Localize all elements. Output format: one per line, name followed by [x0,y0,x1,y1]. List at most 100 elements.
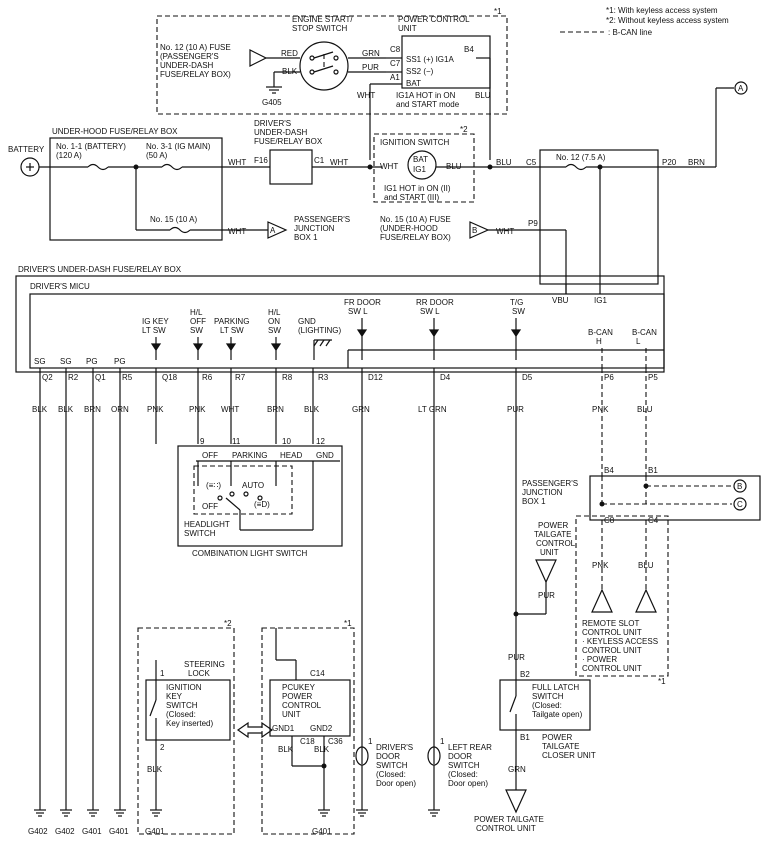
svg-text:SW: SW [512,307,525,316]
latch-b1: B1 [520,733,530,742]
fuse-input-triangle-icon [249,49,268,67]
wire-blu-ign: BLU [496,158,512,167]
latch-pur: PUR [508,653,525,662]
svg-text:BRN: BRN [267,405,284,414]
combination-light-switch-box [177,445,343,547]
svg-text:10: 10 [282,437,291,446]
pin-p9: P9 [528,219,538,228]
svg-text:CONTROL UNIT: CONTROL UNIT [582,628,642,637]
latch-b2: B2 [520,670,530,679]
micu-input-fr-door: FR DOOR SW L [344,298,381,316]
pjb-c4: C4 [648,516,659,525]
wire-red: RED [281,49,298,58]
svg-text:R3: R3 [318,373,329,382]
ign-key-star2: *2 [224,619,232,628]
svg-text:PUR: PUR [507,405,524,414]
ignition-key-switch-label: IGNITION KEY SWITCH (Closed: Key inserte… [166,683,213,728]
ign-key-pin2: 2 [160,743,165,752]
svg-text:PASSENGER'S: PASSENGER'S [522,479,578,488]
svg-text:G401: G401 [82,827,102,836]
svg-text:UNIT: UNIT [398,24,417,33]
fuse-3-1-icon [161,163,183,171]
svg-text:POWER: POWER [282,692,312,701]
connector-a-circle-icon [734,81,748,95]
fuse-12-75a-box [539,149,659,285]
pjb-b4: B4 [604,466,614,475]
svg-text:PCUKEY: PCUKEY [282,683,316,692]
svg-text:SWITCH: SWITCH [532,692,564,701]
term-pg-1: PG [86,357,98,366]
power-tailgate-control-unit-label: POWER TAILGATE CONTROL UNIT [534,521,576,557]
svg-text:11: 11 [232,437,241,446]
pcu-bat: BAT [406,79,421,88]
svg-text:STEERING: STEERING [184,660,225,669]
drv-door-pin1: 1 [368,737,373,746]
svg-text:No. 3-1 (IG MAIN): No. 3-1 (IG MAIN) [146,142,211,151]
svg-text:LT SW: LT SW [142,326,166,335]
svg-text:WHT: WHT [221,405,239,414]
svg-text:BOX 1: BOX 1 [522,497,546,506]
svg-text:SWITCH: SWITCH [448,761,480,770]
svg-text:LT SW: LT SW [220,326,244,335]
micu-input-bcan-h: B-CAN H [588,328,613,346]
svg-text:UNIT: UNIT [282,710,301,719]
svg-text:No. 15 (10 A) FUSE: No. 15 (10 A) FUSE [380,215,451,224]
wire-wht-p9: WHT [496,227,514,236]
ignition-star2: *2 [460,125,468,134]
svg-text:H/L: H/L [268,308,281,317]
micu-input-rr-door: RR DOOR SW L [416,298,454,316]
combo-terminal-labels: OFF PARKING HEAD GND [202,451,334,460]
ptc-output-triangle-icon [535,559,557,584]
svg-text:IG1A HOT in ON: IG1A HOT in ON [396,91,456,100]
headlight-switch-inner [193,465,293,515]
svg-text:GND: GND [298,317,316,326]
combo-head-pos: (≡D) [254,500,270,509]
svg-text:CONTROL: CONTROL [536,539,576,548]
svg-text:B-CAN: B-CAN [588,328,613,337]
ign-wht: WHT [380,162,398,171]
fuse-15-icon [169,226,191,234]
svg-text:SW L: SW L [420,307,440,316]
pjb1-label: PASSENGER'S JUNCTION BOX 1 [522,479,578,506]
svg-text:(120 A): (120 A) [56,151,82,160]
full-latch-switch-box [499,679,591,731]
pjb-blu: BLU [638,561,654,570]
svg-text:Q18: Q18 [162,373,178,382]
svg-text:GRN: GRN [352,405,370,414]
svg-text:PNK: PNK [147,405,164,414]
pcukey-c18: C18 [300,737,315,746]
svg-text:BOX 1: BOX 1 [294,233,318,242]
pin-c1: C1 [314,156,325,165]
combination-light-switch-title: COMBINATION LIGHT SWITCH [192,549,307,558]
svg-text:HEAD: HEAD [280,451,302,460]
fuse-15-uh-label: No. 15 (10 A) FUSE (UNDER-HOOD FUSE/RELA… [380,215,451,242]
legend-star1: *1: With keyless access system [606,6,718,15]
wire-pur: PUR [362,63,379,72]
svg-text:IG KEY: IG KEY [142,317,169,326]
ign-bat: BAT [413,155,428,164]
under-hood-box-label: UNDER-HOOD FUSE/RELAY BOX [52,127,178,136]
wire-grn: GRN [362,49,380,58]
drivers-door-switch-label: DRIVER'S DOOR SWITCH (Closed: Door open) [376,743,416,788]
svg-text:9: 9 [200,437,205,446]
ignition-key-switch-box [137,627,235,835]
svg-text:H: H [596,337,602,346]
svg-text:R8: R8 [282,373,293,382]
micu-input-arrows [150,318,522,360]
svg-text:DOOR: DOOR [448,752,472,761]
micu-ig1: IG1 [594,296,607,305]
ig1-note: IG1 HOT in ON (II) and START (III) [384,184,451,202]
pcukey-c14: C14 [310,669,325,678]
remote-slot-box [575,515,669,677]
ignition-key-switch-contact-icon [149,699,157,717]
fuse-3-1-label: No. 3-1 (IG MAIN) (50 A) [146,142,211,160]
micu-input-hl-off: H/L OFF SW [190,308,206,335]
legend-star2: *2: Without keyless access system [606,16,729,25]
lr-door-pin1: 1 [440,737,445,746]
svg-text:P5: P5 [648,373,658,382]
driver-under-dash-fuse-box [269,149,313,185]
pin-c8: C8 [390,45,401,54]
pcukey-box [261,627,355,835]
svg-text:OFF: OFF [190,317,206,326]
